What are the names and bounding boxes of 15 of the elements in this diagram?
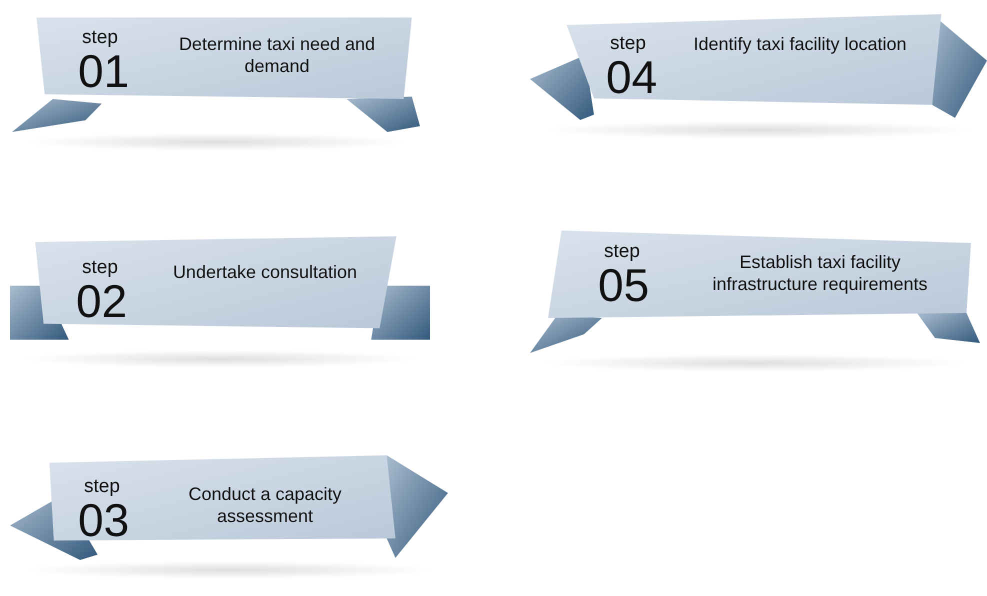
step-description: Establish taxi facility infrastructure requirements (711, 252, 929, 296)
step-label: step (82, 258, 118, 277)
step-label: step (604, 242, 640, 261)
step-label: step (84, 477, 120, 496)
step-description: Identify taxi facility location (692, 34, 908, 56)
step-number: 02 (76, 278, 128, 324)
step-number: 05 (598, 262, 650, 308)
step-description: Undertake consultation (172, 262, 358, 284)
step-description: Determine taxi need and demand (178, 34, 376, 78)
step-label: step (82, 28, 118, 47)
step-number: 04 (606, 54, 658, 100)
step-number: 03 (78, 497, 130, 543)
step-number: 01 (78, 48, 130, 94)
step-description: Conduct a capacity assessment (187, 484, 343, 528)
step-label: step (610, 34, 646, 53)
